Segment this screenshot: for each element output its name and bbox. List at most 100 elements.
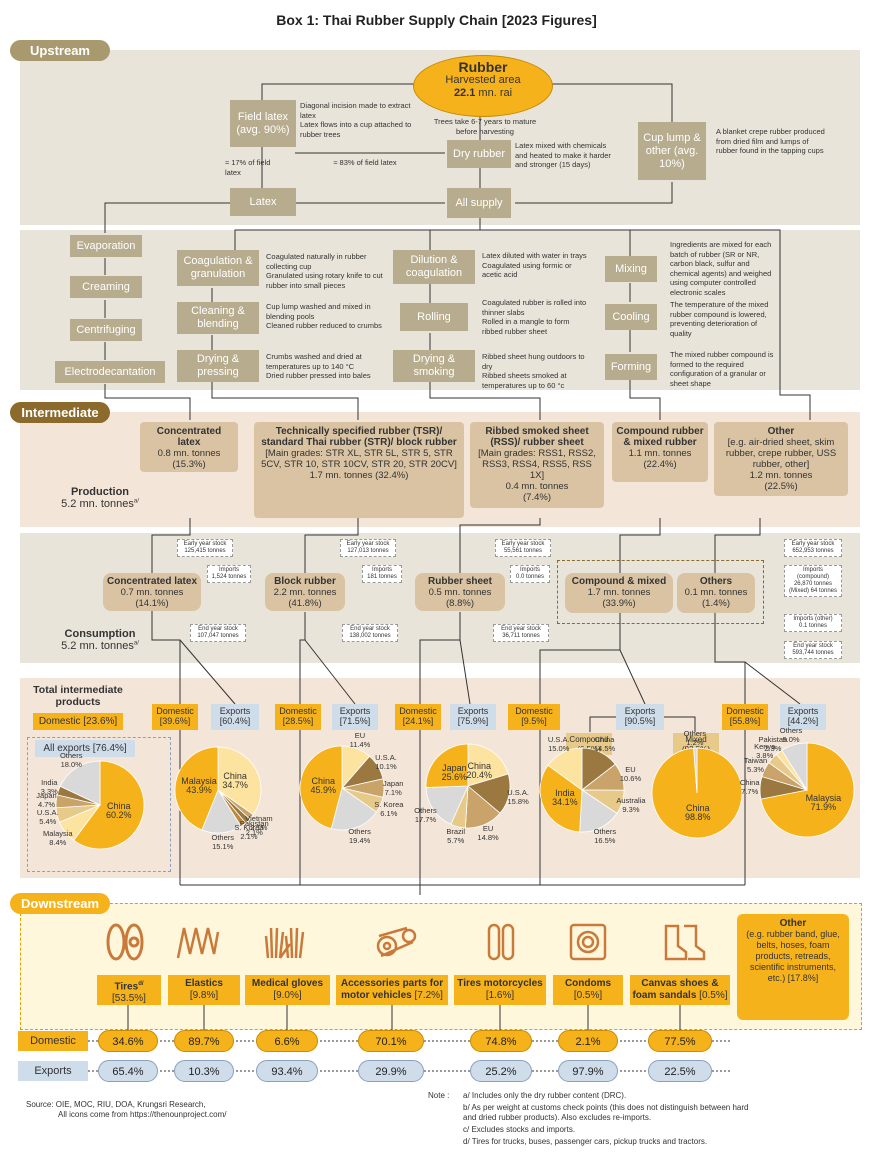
- cons-concentrated-latex: Concentrated latex 0.7 mn. tonnes(14.1%): [103, 573, 201, 611]
- product-condoms: Condoms[0.5%]: [553, 975, 623, 1005]
- end-stock-value-2: 138,002 tonnes: [349, 633, 391, 639]
- field-latex-note-2: Latex flows into a cup attached to rubbe…: [300, 120, 412, 139]
- intermediate-exports: All exports [76.4%]: [35, 740, 135, 757]
- note-d: d/ Tires for trucks, buses, passenger ca…: [463, 1137, 708, 1146]
- pie-5-slice-u-s-a-: [547, 747, 583, 791]
- pie-5-slice-others: [579, 789, 618, 833]
- prod-1-value: 1.7 mn. tonnes (32.4%): [309, 470, 409, 481]
- compound-others-group: [557, 560, 764, 624]
- cons-4-name: Others: [699, 576, 733, 587]
- pie-4-slice-china: [467, 743, 509, 787]
- imports-label-3: Imports: [519, 567, 540, 573]
- rss-step-2: Rolling: [400, 303, 468, 331]
- cons-4-value: 0.1 mn. tonnes: [684, 587, 748, 598]
- pie-1-slice-china: [73, 760, 145, 850]
- prod-2-detail: [Main grades: RSS1, RSS2, RSS3, RSS4, RS…: [478, 448, 596, 481]
- boot-icon: [664, 924, 706, 961]
- cons-rubber-sheet: Rubber sheet 0.5 mn. tonnes(8.8%): [415, 573, 505, 611]
- cons-compound-mixed: Compound & mixed 1.7 mn. tonnes(33.9%): [565, 573, 673, 613]
- cons-1-value: 2.2 mn. tonnes: [273, 587, 337, 598]
- split-17-label: ≈ 17% of field latex: [225, 158, 271, 177]
- latex-step-1: Evaporation: [70, 235, 142, 257]
- product-tires-share: [53.5%]: [112, 993, 146, 1005]
- note-a: a/ Includes only the dry rubber content …: [463, 1091, 627, 1100]
- downstream-header: Downstream: [10, 893, 110, 914]
- early-stock-value-1: 125,415 tonnes: [184, 548, 226, 554]
- exports-share-1: 65.4%: [98, 1060, 158, 1082]
- split-1-exports: Exports [60.4%]: [211, 704, 259, 730]
- pie-2-slice-malaysia: [174, 746, 219, 831]
- early-stock-label-2: Early year stock: [346, 541, 390, 547]
- product-moto-share: [1.6%]: [485, 990, 515, 1001]
- prod-3-value: 1.1 mn. tonnes: [628, 448, 692, 459]
- split-2-exports: Exports [71.5%]: [332, 704, 378, 730]
- prod-other: Other [e.g. air-dried sheet, skim rubber…: [714, 422, 848, 496]
- prod-4-value: 1.2 mn. tonnes: [749, 470, 813, 481]
- cons-2-name: Rubber sheet: [428, 576, 492, 587]
- product-accessories-share: [7.2%]: [414, 990, 443, 1001]
- product-elastics-share: [9.8%]: [189, 990, 219, 1001]
- product-accessories: Accessories parts for motor vehicles [7.…: [336, 975, 448, 1005]
- domestic-share-3: 6.6%: [256, 1030, 318, 1052]
- cons-0-value: 0.7 mn. tonnes: [120, 587, 184, 598]
- cons-4-share: (1.4%): [702, 598, 730, 609]
- rss-step-2-note-2: Rolled in a mangle to form ribbed rubber…: [482, 317, 570, 336]
- prod-3-share: (22.4%): [643, 459, 677, 470]
- latex-step-3: Centrifuging: [70, 319, 142, 341]
- cup-lump-note: A blanket crepe rubber produced from dri…: [716, 127, 825, 155]
- other-products-text: (e.g. rubber band, glue, belts, hoses, f…: [746, 929, 840, 983]
- intermediate-domestic: Domestic [23.6%]: [33, 713, 123, 730]
- cons-block-rubber: Block rubber 2.2 mn. tonnes(41.8%): [265, 573, 345, 611]
- tsr-step-3: Drying & pressing: [177, 350, 259, 382]
- product-canvas-shoes: Canvas shoes & foam sandals [0.5%]: [630, 975, 730, 1005]
- prod-0-share: (15.3%): [172, 459, 206, 470]
- rss-step-3-note-2: Ribbed sheets smoked at temperatures up …: [482, 371, 567, 390]
- early-stock-value-2: 127,013 tonnes: [347, 548, 389, 554]
- imports-label-4: Imports: [802, 567, 823, 573]
- consumption-label: Consumption 5.2 mn. tonnesa/: [61, 628, 139, 652]
- end-stock-value-3: 36,711 tonnes: [502, 633, 540, 639]
- product-tires: Tiresd/[53.5%]: [97, 975, 161, 1005]
- prod-1-detail: [Main grades: STR XL, STR 5L, STR 5, STR…: [261, 448, 457, 470]
- all-supply-box: All supply: [447, 188, 511, 218]
- cons-0-share: (14.1%): [135, 598, 169, 609]
- product-elastics-name: Elastics: [185, 978, 223, 989]
- prod-3-name: Compound rubber & mixed rubber: [616, 426, 704, 448]
- pie-7-slice-others: [781, 742, 808, 792]
- product-condoms-name: Condoms: [564, 978, 612, 989]
- pie-5-slice-india: [539, 764, 583, 833]
- rss-step-3-note-1: Ribbed sheet hung outdoors to dry: [482, 352, 585, 371]
- prod-2-share: (7.4%): [523, 492, 551, 503]
- imports-label-2: Imports: [371, 567, 392, 573]
- comp-step-2-note: The temperature of the mixed rubber comp…: [670, 300, 769, 338]
- source-note: Source: OIE, MOC, RIU, DOA, Krungsri Res…: [26, 1100, 326, 1120]
- gear-chain-icon: [376, 926, 417, 958]
- rss-step-1-note-1: Latex diluted with water in trays: [482, 251, 587, 260]
- imports-other-label: Imports (other): [793, 616, 833, 622]
- domestic-share-7: 77.5%: [648, 1030, 712, 1052]
- motorcycle-tire-icon: [487, 923, 515, 961]
- imports-other: Imports (other)0.1 tonnes: [784, 614, 842, 632]
- early-stock-label-1: Early year stock: [183, 541, 227, 547]
- prod-2-name: Ribbed smoked sheet (RSS)/ rubber sheet: [485, 426, 589, 448]
- field-latex-box: Field latex (avg. 90%): [230, 100, 296, 147]
- glove-icon: [264, 927, 305, 959]
- production-title: Production: [70, 486, 130, 498]
- split-4-domestic: Domestic [9.5%]: [508, 704, 560, 730]
- field-latex-notes: Diagonal incision made to extract latex …: [300, 101, 420, 139]
